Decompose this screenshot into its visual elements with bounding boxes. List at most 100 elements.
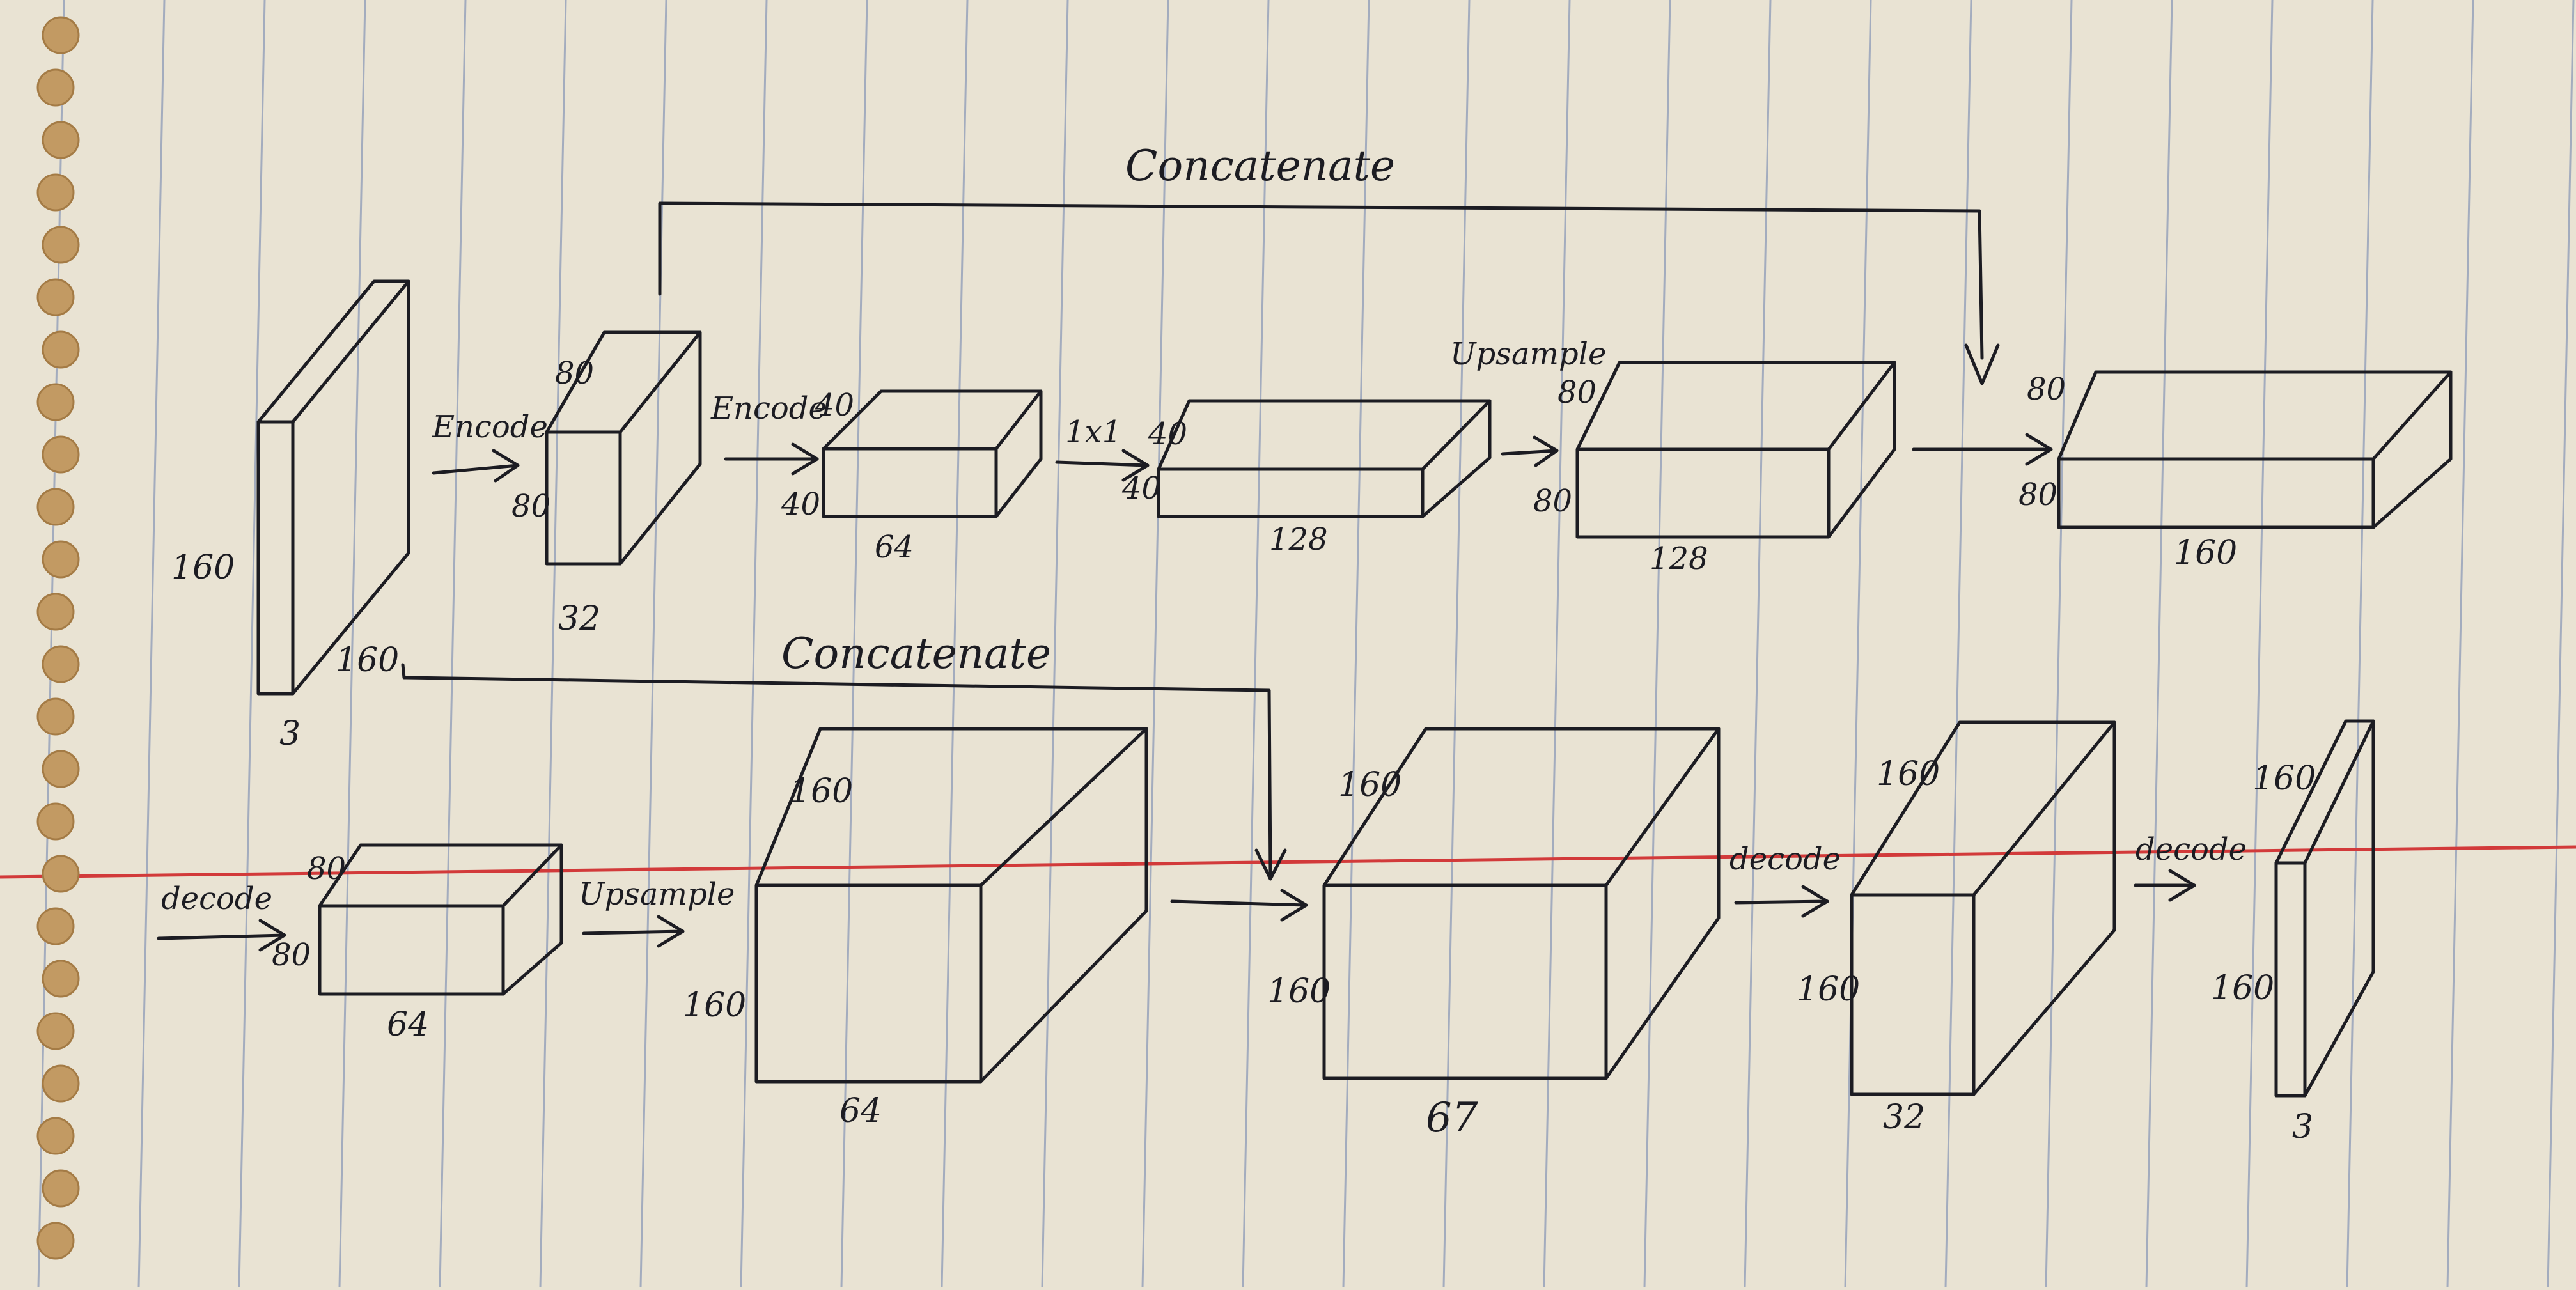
block-cat1 <box>2057 370 2453 529</box>
dim-enc2-channels: 64 <box>875 529 914 565</box>
binding-hole <box>36 697 75 736</box>
dim-dec1-width: 80 <box>307 851 346 887</box>
binding-hole <box>36 1012 75 1050</box>
binding-hole <box>36 278 75 316</box>
arrow-decode-3 <box>2134 869 2196 902</box>
dim-bottleneck-width: 40 <box>1148 416 1187 452</box>
dim-cat1-width: 80 <box>2027 371 2066 407</box>
arrow-upsample-2 <box>582 915 685 948</box>
binding-hole <box>42 121 80 159</box>
block-dec1 <box>318 843 563 996</box>
ruled-line <box>2547 0 2575 1288</box>
dim-up2-channels: 64 <box>839 1092 882 1130</box>
dim-up1-width: 80 <box>1557 375 1596 410</box>
binding-hole <box>42 750 80 788</box>
label-decode-1: decode <box>161 881 272 917</box>
label-upsample-bottom: Upsample <box>579 876 735 912</box>
block-enc1 <box>545 330 702 566</box>
binding-hole <box>42 226 80 264</box>
dim-input-height: 160 <box>171 548 235 587</box>
binding-hole <box>36 1117 75 1155</box>
label-upsample-top: Upsample <box>1450 336 1606 372</box>
ruled-line <box>2346 0 2374 1288</box>
ruled-line <box>941 0 969 1288</box>
ruled-line <box>1141 0 1169 1288</box>
ruled-line <box>1844 0 1872 1288</box>
dim-up1-height: 80 <box>1533 483 1572 519</box>
block-output <box>2274 719 2375 1098</box>
binding-hole <box>42 855 80 893</box>
dim-cat2-height: 160 <box>1267 972 1331 1011</box>
dim-cat1-channels: 160 <box>2174 534 2237 572</box>
dim-output-width: 160 <box>2252 759 2316 798</box>
label-1x1: 1x1 <box>1065 414 1121 450</box>
binding-hole <box>42 435 80 474</box>
block-input <box>256 279 410 696</box>
ruled-line <box>639 0 667 1288</box>
binding-hole <box>42 330 80 369</box>
ruled-line <box>2446 0 2474 1288</box>
dim-output-height: 160 <box>2211 969 2274 1007</box>
binding-hole <box>36 593 75 631</box>
binding-hole <box>42 1064 80 1103</box>
arrow-to-cat1 <box>1912 433 2053 466</box>
ruled-line <box>539 0 567 1288</box>
dim-bottleneck-height: 40 <box>1121 470 1161 506</box>
block-up1 <box>1575 361 1896 539</box>
ruled-line <box>439 0 467 1288</box>
arrow-decode-2 <box>1734 885 1829 918</box>
arrow-to-cat2 <box>1170 889 1308 922</box>
ruled-line <box>1242 0 1270 1288</box>
binding-hole <box>42 645 80 683</box>
dim-up1-channels: 128 <box>1650 541 1708 577</box>
binding-hole <box>36 1222 75 1260</box>
arrow-decode-1 <box>157 919 286 952</box>
dim-enc2-width: 40 <box>815 387 854 423</box>
ruled-line <box>1744 0 1772 1288</box>
dim-dec2-channels: 32 <box>1883 1098 1925 1137</box>
ruled-line <box>338 0 366 1288</box>
binding-hole <box>36 68 75 107</box>
dim-enc1-height: 80 <box>511 488 550 524</box>
ruled-line <box>37 0 65 1288</box>
dim-cat2-width: 160 <box>1338 766 1401 804</box>
dim-enc1-width: 80 <box>555 355 594 391</box>
dim-enc1-channels: 32 <box>558 600 600 638</box>
ruled-line <box>2145 0 2173 1288</box>
arrow-encode-1 <box>432 449 520 483</box>
ruled-lines <box>37 0 2575 1288</box>
label-decode-3: decode <box>2135 832 2247 867</box>
skip-connection-top <box>658 201 2000 385</box>
binding-hole <box>36 488 75 526</box>
skip-connection-bottom <box>401 663 1287 881</box>
dim-cat2-channels: 67 <box>1426 1094 1478 1142</box>
dim-input-channels: 3 <box>279 715 301 753</box>
dim-up2-width: 160 <box>790 772 853 811</box>
ruled-line <box>1944 0 1972 1288</box>
margin-line <box>0 845 2576 879</box>
block-dec2 <box>1850 720 2116 1096</box>
block-bottleneck <box>1157 399 1492 518</box>
ruled-line <box>1442 0 1471 1288</box>
binding-holes <box>36 16 80 1260</box>
binding-hole <box>42 16 80 54</box>
dim-dec1-height: 80 <box>272 937 311 973</box>
ruled-line <box>137 0 166 1288</box>
ruled-line <box>1041 0 1069 1288</box>
binding-hole <box>36 173 75 212</box>
binding-hole <box>36 802 75 841</box>
ruled-line <box>840 0 868 1288</box>
block-enc2 <box>822 389 1043 518</box>
dim-dec2-height: 160 <box>1797 970 1860 1009</box>
dim-up2-height: 160 <box>683 986 746 1025</box>
ruled-line <box>1342 0 1370 1288</box>
arrow-1x1 <box>1055 449 1150 482</box>
ruled-line <box>1643 0 1671 1288</box>
binding-hole <box>36 907 75 945</box>
dim-dec1-channels: 64 <box>387 1006 429 1044</box>
label-encode-2: Encode <box>710 391 827 426</box>
ruled-line <box>238 0 266 1288</box>
